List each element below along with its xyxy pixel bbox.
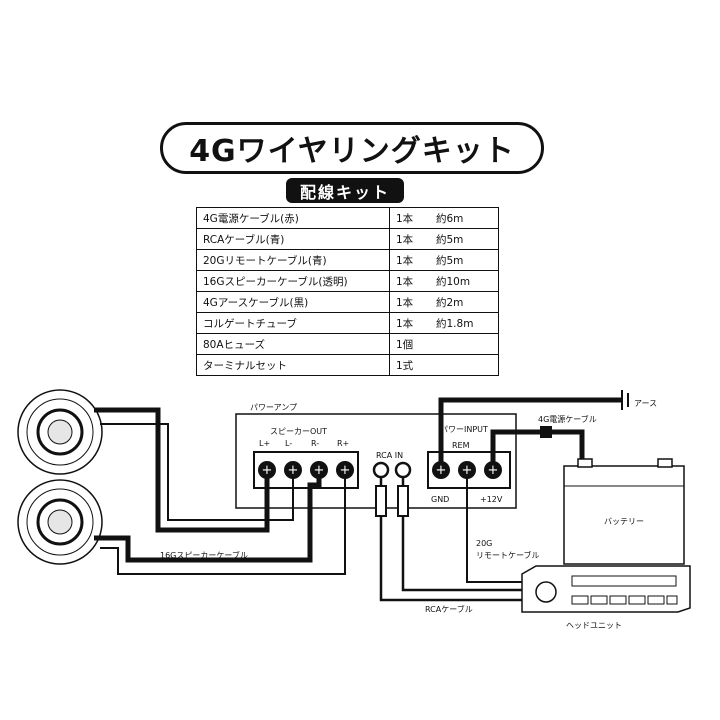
remote-cable <box>466 478 522 583</box>
terminal-label-rplus: R+ <box>337 439 349 448</box>
kit-item-name: 16Gスピーカーケーブル(透明) <box>196 270 390 292</box>
svg-text:+: + <box>288 463 299 478</box>
rca-jacks <box>372 461 412 479</box>
kit-item-quantity: 1個 <box>389 333 499 355</box>
kit-item-count: 1本 <box>396 296 414 309</box>
kit-item-length: 約1.8m <box>436 317 474 330</box>
title-banner: 4Gワイヤリングキット <box>160 122 544 174</box>
amp-label: パワーアンプ <box>250 403 297 412</box>
rem-label: REM <box>452 441 470 450</box>
kit-item-quantity: 1本 約5m <box>389 228 499 250</box>
kit-item-count: 1本 <box>396 317 414 330</box>
kit-row: ターミナルセット 1式 <box>196 354 499 376</box>
kit-item-count: 1本 <box>396 254 414 267</box>
kit-item-count: 1本 <box>396 212 414 225</box>
battery <box>563 458 685 565</box>
power-terminal-screws: + + + <box>432 461 502 479</box>
remote-cable-label-2: リモートケーブル <box>476 550 540 560</box>
kit-item-quantity: 1式 <box>389 354 499 376</box>
speaker-lower <box>17 479 103 565</box>
kit-item-count: 1個 <box>396 338 414 351</box>
kit-item-quantity: 1本 約1.8m <box>389 312 499 334</box>
kit-row: 4G電源ケーブル(赤)1本約6m <box>196 207 499 229</box>
earth-label: アース <box>634 399 657 408</box>
fuse-holder <box>540 426 552 438</box>
power-cable-label: 4G電源ケーブル <box>538 414 597 424</box>
rca-plugs <box>375 485 409 517</box>
kit-row: RCAケーブル(青) 1本 約5m <box>196 228 499 250</box>
kit-item-name: ターミナルセット <box>196 354 390 376</box>
kit-row: 80Aヒューズ 1個 <box>196 333 499 355</box>
kit-item-length: 約2m <box>436 296 464 309</box>
speaker-terminal-screws: + + + + <box>258 461 354 479</box>
kit-subtitle: 配線キット <box>286 178 404 203</box>
kit-item-length: 約10m <box>436 275 471 288</box>
rca-cable-label: RCAケーブル <box>425 604 473 614</box>
kit-item-name: 80Aヒューズ <box>196 333 390 355</box>
battery-label: バッテリー <box>604 517 644 526</box>
power-cable <box>490 429 585 462</box>
kit-item-count: 1本 <box>396 233 414 246</box>
svg-text:+: + <box>340 463 351 478</box>
speaker-cable-label: 16Gスピーカーケーブル <box>160 550 248 560</box>
kit-row: 16Gスピーカーケーブル(透明) 1本 約10m <box>196 270 499 292</box>
kit-item-length: 約5m <box>436 233 464 246</box>
terminal-label-lplus: L+ <box>259 439 270 448</box>
svg-text:+: + <box>314 463 325 478</box>
svg-text:+: + <box>462 463 473 478</box>
plus12v-label: +12V <box>480 495 503 504</box>
gnd-label: GND <box>431 495 449 504</box>
terminal-label-rminus: R- <box>311 439 319 448</box>
speaker-cables <box>94 407 346 575</box>
head-unit <box>521 565 691 613</box>
kit-item-count: 1式 <box>396 359 414 372</box>
kit-item-length: 約6m <box>436 212 464 225</box>
remote-cable-label-1: 20G <box>476 539 492 548</box>
kit-row: 4Gアースケーブル(黒)1本約2m <box>196 291 499 313</box>
kit-item-name: RCAケーブル(青) <box>196 228 390 250</box>
head-unit-label: ヘッドユニット <box>566 621 622 630</box>
power-input-label: パワーINPUT <box>440 425 488 434</box>
speaker-out-label: スピーカーOUT <box>270 427 327 436</box>
earth-icon <box>621 390 629 410</box>
svg-text:+: + <box>488 463 499 478</box>
page-title: 4Gワイヤリングキット <box>189 134 515 169</box>
kit-item-length: 約5m <box>436 254 464 267</box>
speaker-upper <box>17 389 103 475</box>
kit-item-count: 1本 <box>396 275 414 288</box>
rca-in-label: RCA IN <box>376 451 403 460</box>
terminal-label-lminus: L- <box>285 439 292 448</box>
kit-row: 20Gリモートケーブル(青) 1本 約5m <box>196 249 499 271</box>
svg-text:+: + <box>436 463 447 478</box>
ground-cable <box>438 397 622 462</box>
kit-item-name: 20Gリモートケーブル(青) <box>196 249 390 271</box>
svg-text:+: + <box>262 463 273 478</box>
